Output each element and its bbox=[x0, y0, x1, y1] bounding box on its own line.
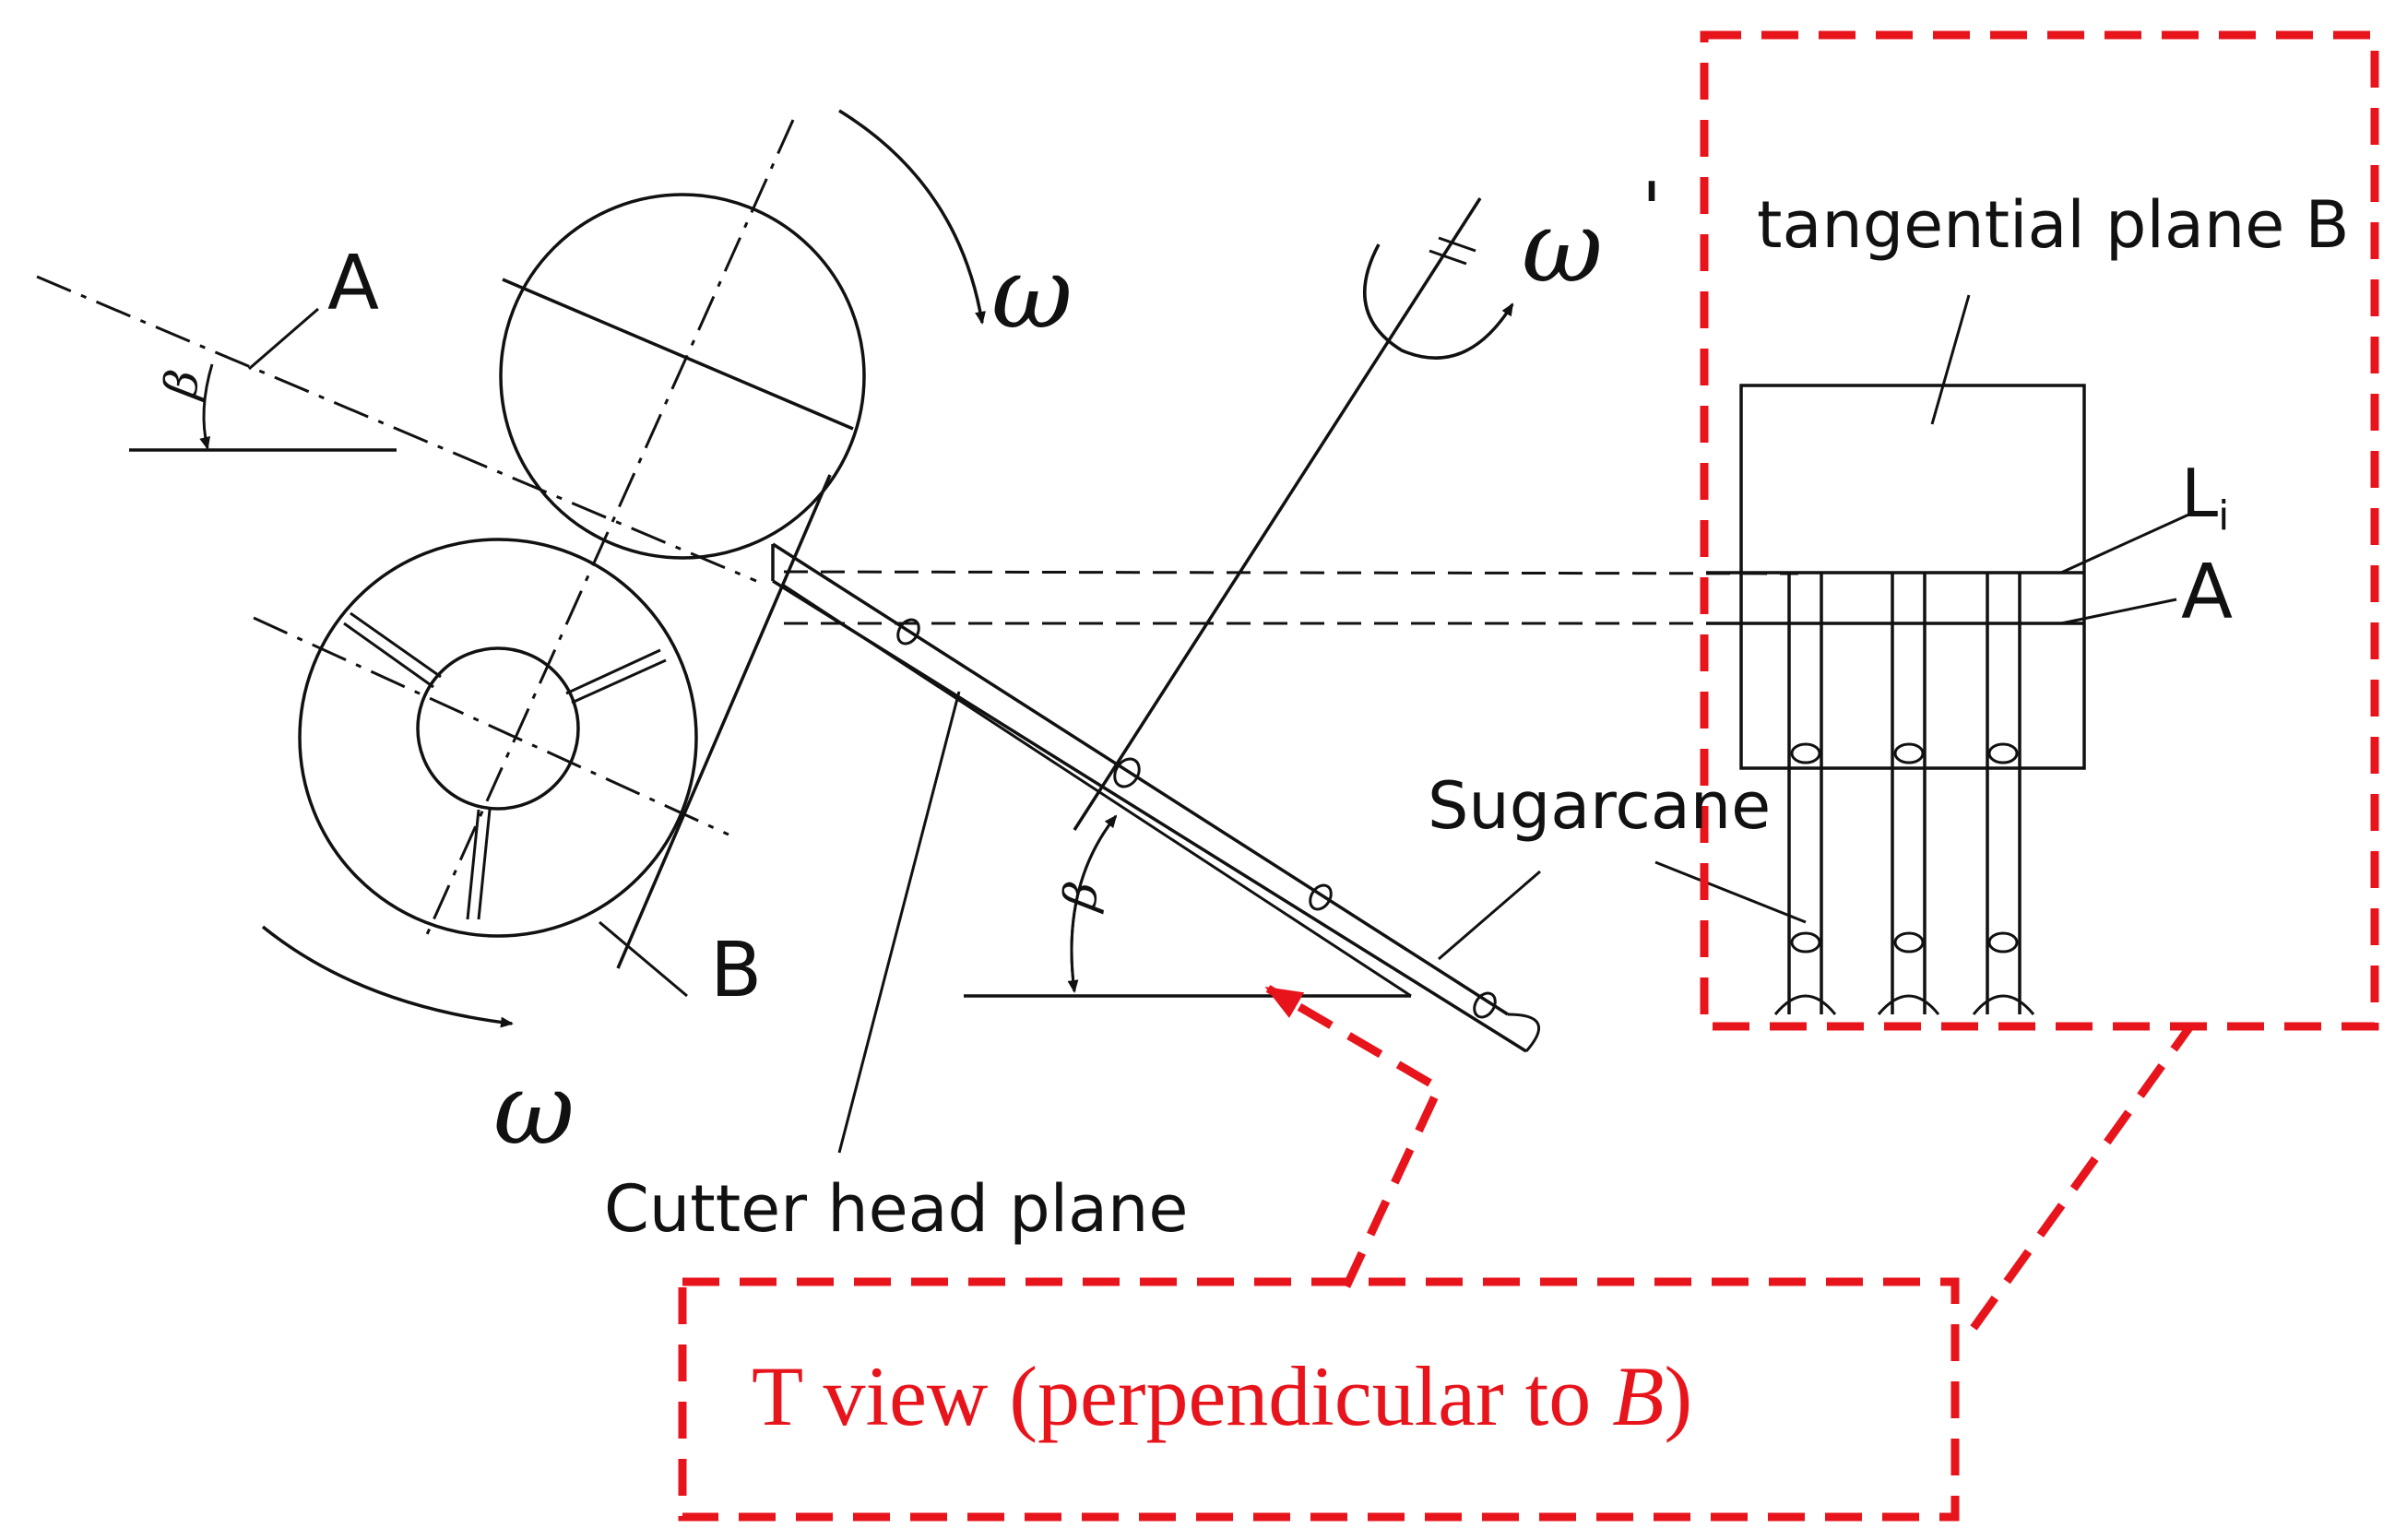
label-omega-prime-mark: ' bbox=[1642, 167, 1662, 253]
roller-blades bbox=[343, 611, 667, 920]
label-beta-lower: β bbox=[1052, 878, 1109, 916]
cutter-head-leader bbox=[837, 691, 961, 1154]
label-t-view-caption: T view (perpendicular to B) bbox=[752, 1349, 1692, 1443]
t-view-direction-arrow bbox=[1264, 985, 1444, 1288]
label-a-left: A bbox=[327, 240, 379, 327]
shaft-break-marks bbox=[1429, 236, 1476, 266]
beta-arc-lower-top bbox=[1070, 814, 1118, 992]
sugarcane-nodes bbox=[896, 618, 1497, 1019]
sugarcane-leader-right bbox=[1654, 860, 1807, 924]
label-tangential-plane: tangential plane B bbox=[1757, 187, 2350, 263]
sugarcane-stalk-2 bbox=[1877, 573, 1940, 1015]
upper-roller bbox=[499, 193, 866, 560]
beta-arc-left bbox=[199, 363, 214, 450]
plane-b-line bbox=[616, 474, 832, 969]
label-omega-prime: ω bbox=[1522, 190, 1603, 305]
label-sugarcane: Sugarcane bbox=[1428, 768, 1771, 844]
caption-to-frame-connector bbox=[1970, 1024, 2194, 1331]
projection-line-li bbox=[783, 570, 1799, 575]
a-leader-left bbox=[248, 307, 319, 371]
roller-centre-line bbox=[422, 119, 795, 942]
label-omega-bottom: ω bbox=[493, 1052, 575, 1167]
line-a-axis bbox=[36, 275, 757, 583]
label-omega-top: ω bbox=[991, 236, 1073, 351]
tangential-plane-leader bbox=[1930, 294, 1971, 425]
omega-bottom-arrow bbox=[261, 925, 514, 1028]
li-leader bbox=[2060, 510, 2196, 575]
label-b-left: B bbox=[710, 927, 762, 1014]
omega-top-arrow bbox=[838, 109, 986, 325]
lower-axis-line bbox=[253, 616, 729, 836]
sugarcane-stalk-1 bbox=[1773, 573, 1837, 1015]
t-view-panel bbox=[1654, 294, 2196, 1015]
tangential-plane-rect bbox=[1739, 384, 2086, 770]
label-cutter-head-plane: Cutter head plane bbox=[604, 1171, 1188, 1247]
label-l-i: Li bbox=[2181, 455, 2229, 539]
lower-roller bbox=[298, 538, 698, 938]
cutter-shaft bbox=[1073, 197, 1482, 831]
sugarcane-stalk-3 bbox=[1972, 573, 2035, 1015]
t-view-dashed-frame bbox=[1700, 30, 2379, 1031]
label-beta-left: β bbox=[153, 366, 210, 404]
a-leader-right bbox=[2060, 598, 2177, 625]
label-a-right: A bbox=[2181, 549, 2233, 636]
omega-prime-arrow bbox=[1363, 243, 1514, 360]
sugarcane-slant bbox=[771, 542, 1541, 1053]
t-view-caption-frame bbox=[678, 1277, 1960, 1522]
b-leader-left bbox=[599, 920, 688, 998]
sugarcane-leader-left bbox=[1438, 870, 1541, 961]
